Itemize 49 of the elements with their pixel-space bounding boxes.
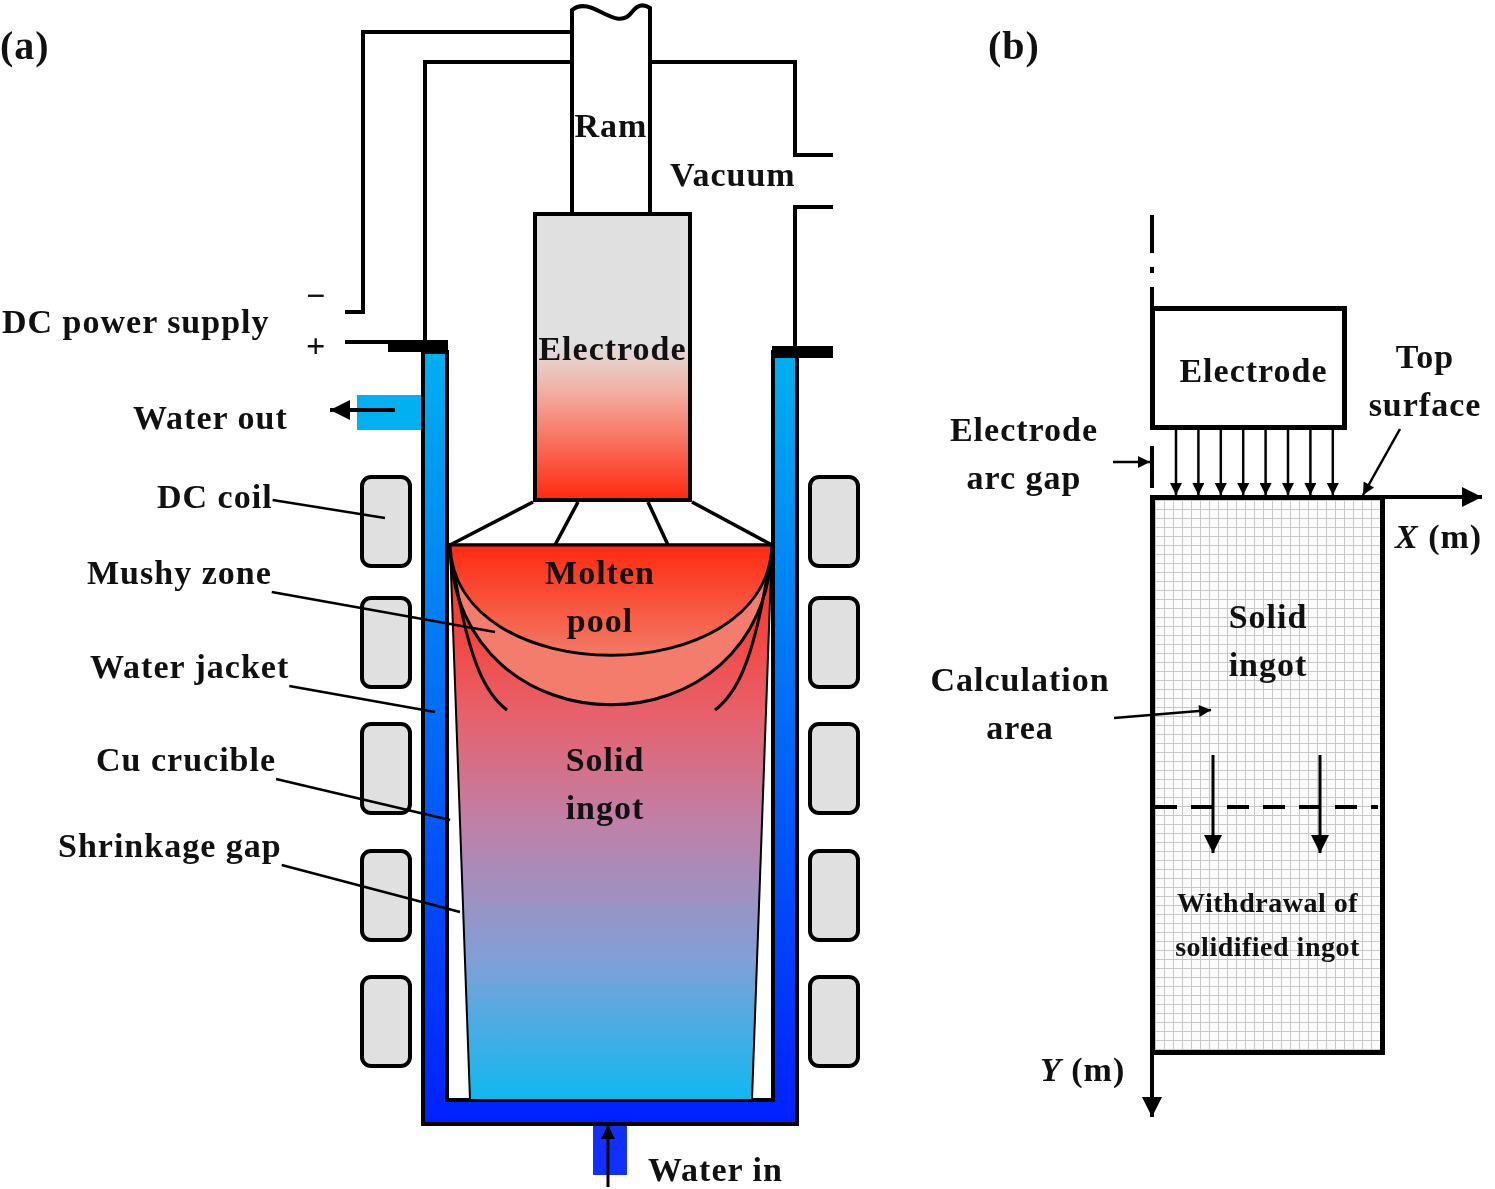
callout-label: Cu crucible (96, 740, 277, 779)
arrow (1192, 430, 1205, 495)
node-label: Ram (573, 106, 649, 146)
callout-label: Shrinkage gap (58, 826, 282, 865)
leader-line (289, 684, 436, 714)
arrow (1214, 430, 1227, 495)
molten-pool-region (450, 545, 772, 655)
node-label: Withdrawal of solidified ingot (1174, 886, 1361, 964)
arc-line (449, 500, 534, 547)
flow-label: Water in (648, 1150, 783, 1189)
arrow (1113, 456, 1150, 468)
leader-line (275, 777, 451, 822)
leader-line (281, 863, 461, 914)
arrow (1113, 705, 1212, 720)
axis-label: Y (m) (1040, 1050, 1126, 1089)
gap-marker (1150, 446, 1154, 488)
arc-line (553, 501, 580, 546)
power-supply-label: DC power supply (2, 302, 270, 341)
arrow (1282, 430, 1294, 495)
callout-label: Calculation area (912, 656, 1128, 752)
arrow (1170, 430, 1182, 495)
arrow (1259, 430, 1272, 495)
node-label: Molten pool (544, 553, 656, 641)
arrow (1304, 430, 1317, 495)
arc-line (646, 501, 670, 546)
callout-label: Water jacket (90, 647, 290, 686)
callout-label: Mushy zone (87, 553, 272, 592)
electrode-block (533, 212, 692, 502)
arrow (1326, 430, 1339, 495)
node-label: Electrode (537, 329, 688, 369)
node-label: Electrode (1178, 351, 1329, 391)
ram-rod (572, 0, 650, 212)
callout-label: DC coil (157, 477, 273, 516)
calculation-grid (1150, 495, 1385, 1055)
leader-line (271, 590, 496, 634)
flow-label: Water out (133, 398, 288, 437)
electrode-box (1150, 306, 1347, 430)
callout-label: Top surface (1356, 333, 1494, 429)
polarity-sign: − (306, 276, 327, 315)
callout-label: Electrode arc gap (935, 406, 1113, 502)
node-label: Solid ingot (564, 740, 646, 828)
arc-line (691, 500, 773, 547)
axis-label: X (m) (1395, 517, 1483, 556)
leader-line (272, 498, 386, 520)
node-label: Solid ingot (1227, 597, 1309, 685)
arrow (1237, 430, 1250, 495)
port-label: Vacuum (670, 155, 796, 194)
polarity-sign: + (306, 326, 327, 365)
arrow (1361, 428, 1402, 496)
